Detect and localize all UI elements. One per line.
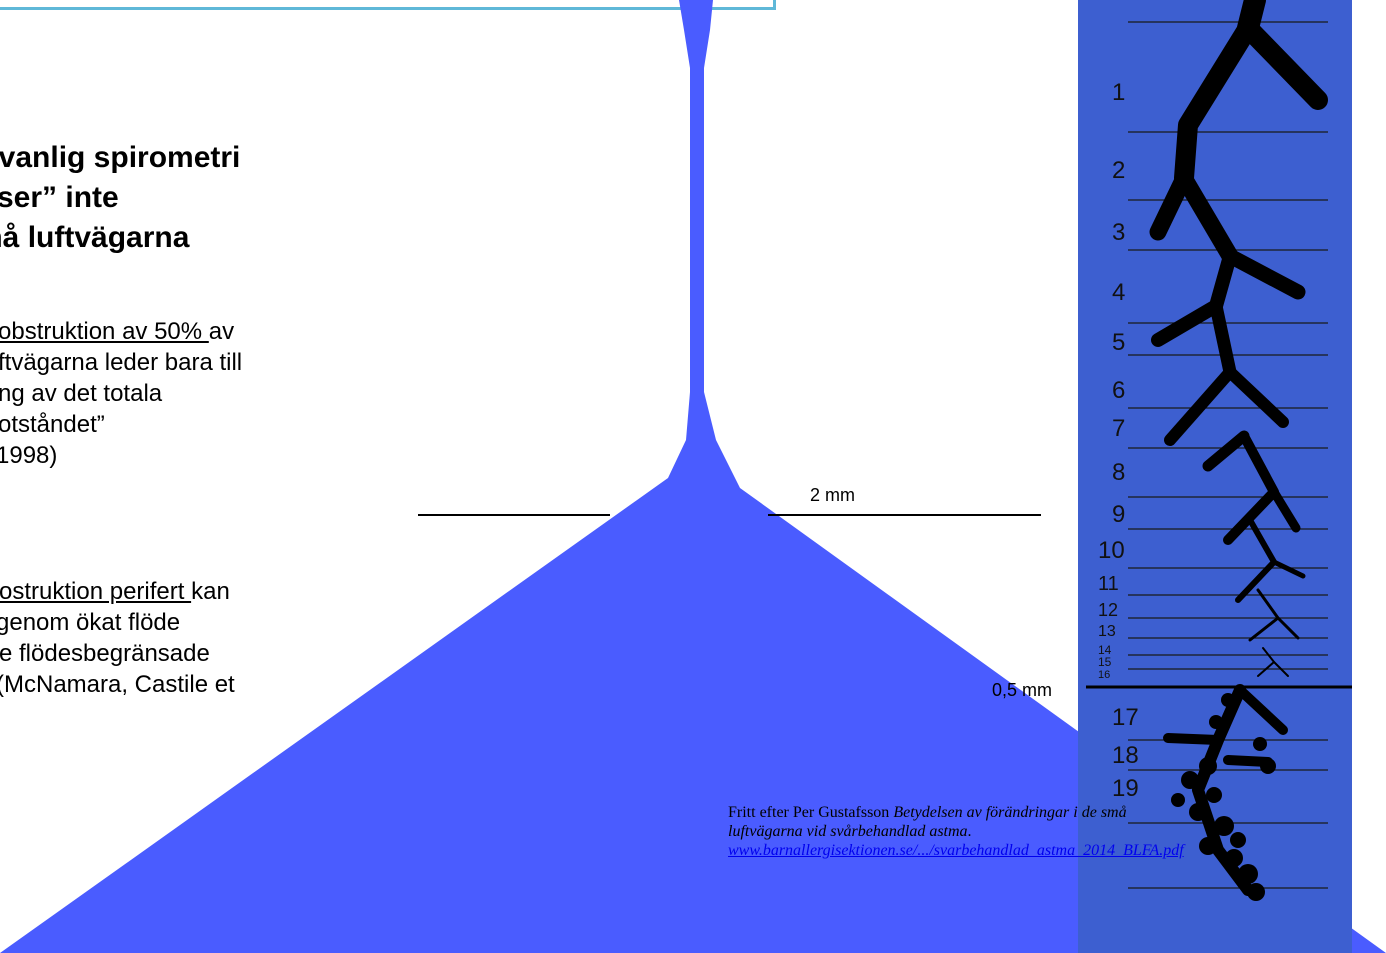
slide-heading: d vanlig spirometri ”ser” inte må luftvä… xyxy=(0,138,400,258)
generation-label: 14 xyxy=(1098,643,1112,657)
bronchial-branches xyxy=(1149,0,1328,896)
generation-label: 18 xyxy=(1112,742,1139,769)
generation-label: 5 xyxy=(1112,329,1125,356)
para1-line1-rest: av xyxy=(208,318,235,345)
para2-line-4: (McNamara, Castile et xyxy=(0,671,235,698)
generation-label: 12 xyxy=(1098,600,1118,620)
scale-line-left xyxy=(418,514,610,516)
generation-label: 7 xyxy=(1112,415,1125,442)
generation-label: 17 xyxy=(1112,704,1139,731)
generation-label: 13 xyxy=(1098,623,1116,640)
credit-dot: . xyxy=(967,823,972,840)
paragraph-peripheral-obstruction: ostruktion perifert kan genom ökat flöde… xyxy=(0,576,420,700)
generation-label: 11 xyxy=(1098,573,1119,595)
scale-label-0-5mm: 0,5 mm xyxy=(992,680,1053,700)
para2-line-2: genom ökat flöde xyxy=(0,609,181,636)
scale-line-right xyxy=(768,514,1041,516)
generation-label: 4 xyxy=(1112,279,1125,306)
generation-label: 2 xyxy=(1112,157,1125,184)
para2-line-3: e flödesbegränsade xyxy=(0,640,210,667)
credit-prefix: Fritt efter Per Gustafsson xyxy=(728,804,894,821)
generation-label: 8 xyxy=(1112,459,1125,486)
para2-underlined: ostruktion perifert xyxy=(0,578,192,605)
alveoli-clusters xyxy=(1171,693,1276,901)
generation-label: 9 xyxy=(1112,501,1125,528)
generation-label: 16 xyxy=(1098,669,1110,681)
generation-label: 10 xyxy=(1098,537,1125,564)
heading-line-1: d vanlig spirometri xyxy=(0,141,241,174)
para1-line-4: otståndet” xyxy=(0,411,105,438)
generation-label: 3 xyxy=(1112,219,1125,246)
source-credit: Fritt efter Per Gustafsson Betydelsen av… xyxy=(728,803,1184,860)
scale-label-2mm: 2 mm xyxy=(810,485,855,505)
para1-line-3: ng av det totala xyxy=(0,380,163,407)
para1-underlined: obstruktion av 50% xyxy=(0,318,209,345)
credit-title: Betydelsen av förändringar i de små luft… xyxy=(728,804,1127,840)
heading-line-2: ”ser” inte xyxy=(0,181,119,214)
heading-line-3: må luftvägarna xyxy=(0,221,190,254)
top-text-box xyxy=(0,0,776,10)
generation-label: 19 xyxy=(1112,775,1139,802)
para1-line-5: 1998) xyxy=(0,442,58,469)
generation-label: 1 xyxy=(1112,79,1125,106)
generation-label: 6 xyxy=(1112,377,1125,404)
para2-line1-rest: kan xyxy=(191,578,230,605)
generation-label: 15 xyxy=(1098,655,1112,669)
paragraph-obstruction-50: obstruktion av 50% av ftvägarna leder ba… xyxy=(0,316,420,471)
credit-link[interactable]: www.barnallergisektionen.se/.../svarbeha… xyxy=(728,842,1184,859)
para1-line-2: ftvägarna leder bara till xyxy=(0,349,243,376)
